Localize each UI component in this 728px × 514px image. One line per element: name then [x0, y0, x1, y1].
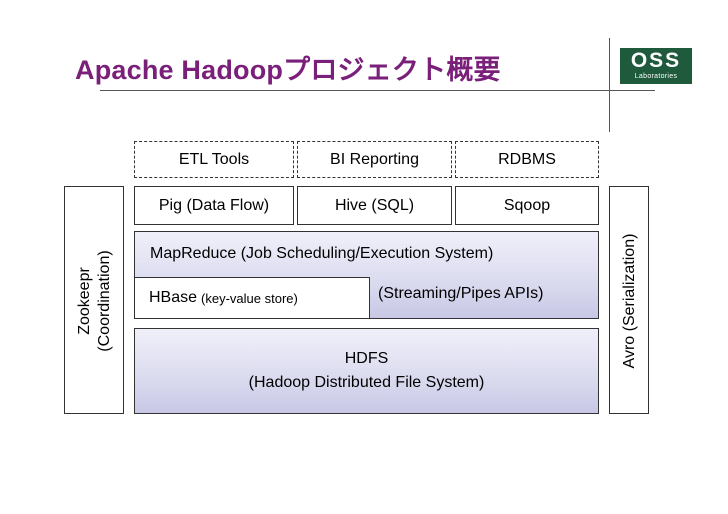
hive-box: Hive (SQL)	[297, 186, 452, 225]
hbase-label: HBase	[149, 289, 198, 306]
hdfs-box: HDFS (Hadoop Distributed File System)	[134, 328, 599, 414]
zookeeper-title: Zookeepr	[76, 267, 93, 335]
avro-label: Avro (Serialization)	[621, 233, 638, 369]
logo-sub-text: Laboratories	[634, 73, 678, 80]
mapreduce-label: MapReduce (Job Scheduling/Execution Syst…	[150, 245, 494, 262]
zookeeper-subtitle: (Coordination)	[96, 250, 113, 352]
pig-box: Pig (Data Flow)	[134, 186, 294, 225]
hdfs-title: HDFS	[344, 350, 389, 367]
hbase-box: HBase (key-value store)	[134, 277, 370, 319]
logo-divider	[609, 38, 610, 132]
bi-reporting-box: BI Reporting	[297, 141, 452, 178]
streaming-label: (Streaming/Pipes APIs)	[378, 285, 544, 302]
page-title: Apache Hadoopプロジェクト概要	[75, 55, 501, 85]
oss-logo: OSS Laboratories	[620, 48, 692, 84]
etl-tools-box: ETL Tools	[134, 141, 294, 178]
avro-box: Avro (Serialization)	[609, 186, 649, 414]
sqoop-box: Sqoop	[455, 186, 599, 225]
zookeeper-label: Zookeepr (Coordination)	[75, 211, 115, 391]
title-underline	[100, 90, 655, 91]
rdbms-box: RDBMS	[455, 141, 599, 178]
hdfs-subtitle: (Hadoop Distributed File System)	[248, 374, 485, 391]
logo-main-text: OSS	[630, 49, 682, 72]
hbase-note: (key-value store)	[201, 290, 298, 306]
zookeeper-box: Zookeepr (Coordination)	[64, 186, 124, 414]
